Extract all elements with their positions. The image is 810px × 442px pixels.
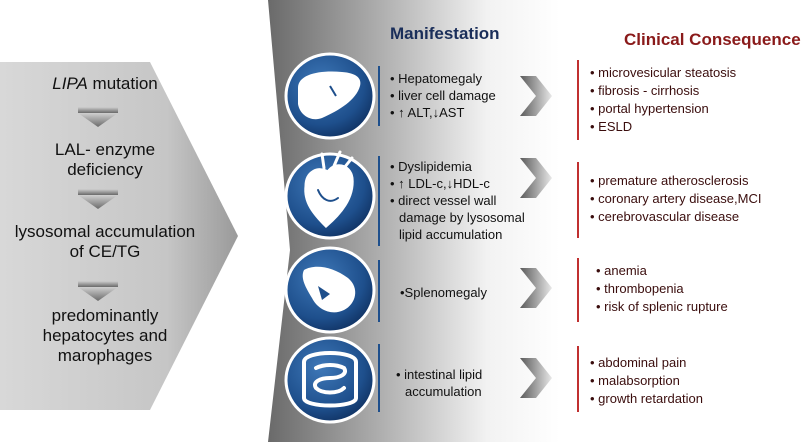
consequences-intestine: • abdominal pain • malabsorption • growt… bbox=[590, 354, 703, 408]
consequence-item: • malabsorption bbox=[590, 373, 680, 388]
manifestations-intestine: • intestinal lipid accumulation bbox=[396, 366, 482, 400]
manifestation-item: lipid accumulation bbox=[399, 227, 503, 242]
step-lipa-italic: LIPA bbox=[52, 74, 88, 93]
consequences-liver: • microvesicular steatosis • fibrosis - … bbox=[590, 64, 736, 136]
header-clinical-consequence: Clinical Consequence bbox=[624, 30, 801, 49]
consequence-item: • growth retardation bbox=[590, 391, 703, 406]
manifestation-item: •Splenomegaly bbox=[400, 285, 487, 300]
intestine-icon bbox=[302, 351, 358, 408]
down-arrows bbox=[78, 107, 118, 301]
consequence-item: • abdominal pain bbox=[590, 355, 687, 370]
manifestation-item: • intestinal lipid bbox=[396, 367, 483, 382]
step-lal-line1: LAL- enzyme bbox=[54, 140, 156, 159]
consequences-heart: • premature atherosclerosis • coronary a… bbox=[590, 172, 761, 226]
step-lysosomal-accumulation: lysosomal accumulation of CE/TG bbox=[0, 222, 210, 262]
consequences-spleen: • anemia • thrombopenia • risk of spleni… bbox=[596, 262, 728, 316]
step-lyso-line1: lysosomal accumulation bbox=[14, 222, 196, 241]
manifestation-item: • Hepatomegaly bbox=[390, 71, 482, 86]
spleen-icon bbox=[302, 266, 356, 313]
consequence-item: • premature atherosclerosis bbox=[590, 173, 749, 188]
manifestation-item: • ↑ LDL-c,↓HDL-c bbox=[390, 176, 490, 191]
manifestation-item: • liver cell damage bbox=[390, 88, 496, 103]
consequence-item: • fibrosis - cirrhosis bbox=[590, 83, 700, 98]
step-lipa-mutation: LIPA mutation bbox=[0, 74, 210, 94]
consequence-item: • coronary artery disease,MCI bbox=[590, 191, 762, 206]
step-hep-line2: hepatocytes and bbox=[42, 326, 168, 345]
step-hep-line1: predominantly bbox=[51, 306, 159, 325]
step-hep-line3: marophages bbox=[57, 346, 153, 365]
manifestation-item: • direct vessel wall bbox=[390, 193, 497, 208]
dividers bbox=[378, 60, 579, 412]
step-hepatocytes: predominantly hepatocytes and marophages bbox=[0, 306, 210, 366]
manifestations-heart: • Dyslipidemia • ↑ LDL-c,↓HDL-c • direct… bbox=[390, 158, 525, 243]
manifestation-item: damage by lysosomal bbox=[399, 210, 525, 225]
liver-icon bbox=[298, 71, 361, 120]
heart-icon bbox=[304, 150, 354, 229]
consequence-item: • cerebrovascular disease bbox=[590, 209, 740, 224]
consequence-item: • thrombopenia bbox=[596, 281, 684, 296]
manifestation-item: • Dyslipidemia bbox=[390, 159, 472, 174]
consequence-item: • anemia bbox=[596, 263, 647, 278]
manifestations-liver: • Hepatomegaly • liver cell damage • ↑ A… bbox=[390, 70, 496, 121]
header-manifestation: Manifestation bbox=[390, 24, 500, 43]
step-lyso-line2: of CE/TG bbox=[69, 242, 141, 261]
manifestations-spleen: •Splenomegaly bbox=[400, 284, 487, 301]
consequence-item: • ESLD bbox=[590, 119, 633, 134]
left-arrow-shape bbox=[0, 62, 238, 410]
consequence-item: • portal hypertension bbox=[590, 101, 709, 116]
consequence-item: • risk of splenic rupture bbox=[596, 299, 728, 314]
step-lal-line2: deficiency bbox=[67, 160, 143, 179]
consequence-item: • microvesicular steatosis bbox=[590, 65, 737, 80]
step-lipa-text: mutation bbox=[87, 74, 158, 93]
step-lal-deficiency: LAL- enzyme deficiency bbox=[0, 140, 210, 180]
right-arrows bbox=[520, 76, 552, 398]
manifestation-item: accumulation bbox=[405, 384, 482, 399]
manifestation-item: • ↑ ALT,↓AST bbox=[390, 105, 465, 120]
